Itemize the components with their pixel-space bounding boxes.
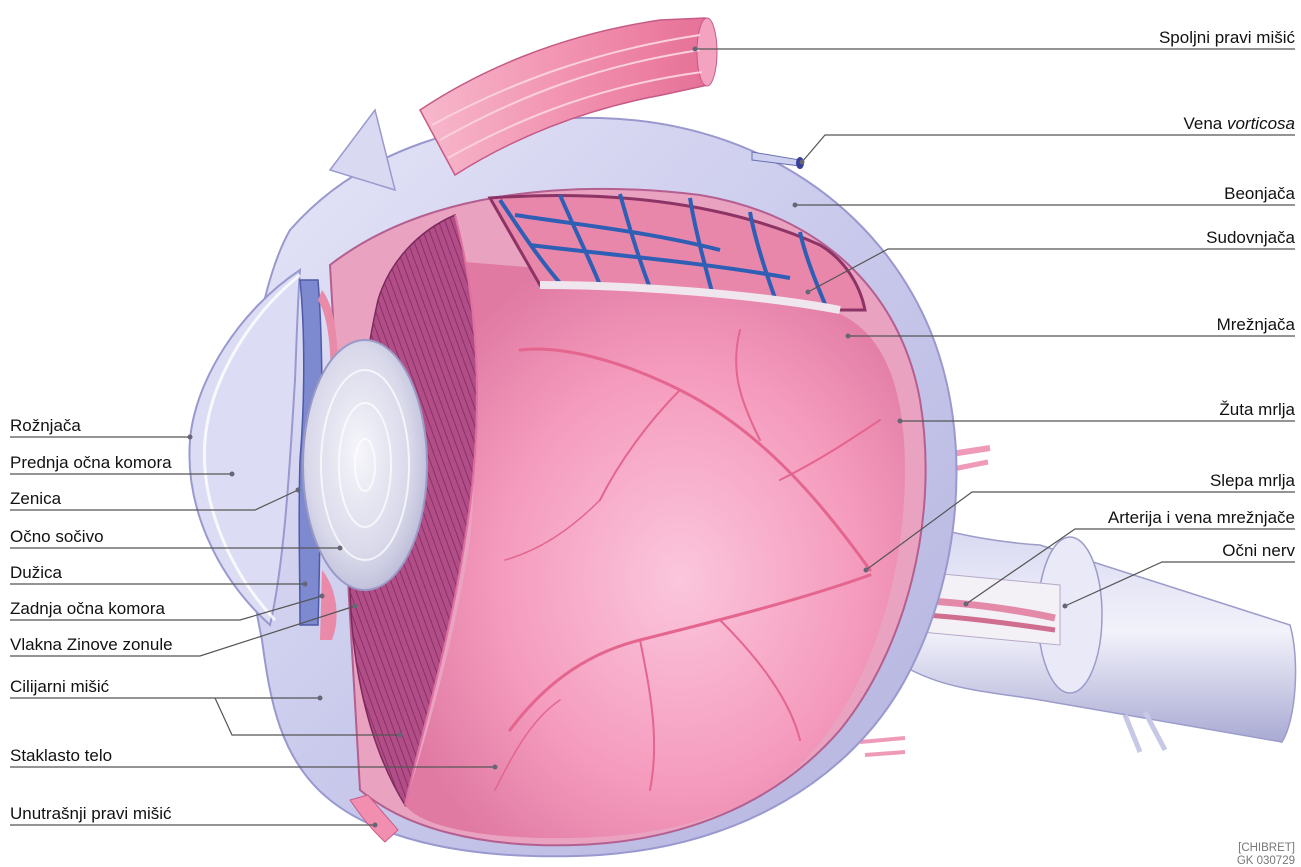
label-beonjaca: Beonjača: [1224, 184, 1295, 203]
labels-right: Spoljni pravi mišić Vena vorticosa Beonj…: [1108, 28, 1296, 560]
label-vena-italic: vorticosa: [1227, 114, 1295, 133]
label-prednja-ocna-komora: Prednja očna komora: [10, 453, 172, 472]
credit: [CHIBRET] GK 030729: [1237, 842, 1295, 867]
label-cilijarni-misic: Cilijarni mišić: [10, 677, 110, 696]
credit-line-2: GK 030729: [1237, 855, 1295, 867]
label-zadnja-ocna-komora: Zadnja očna komora: [10, 599, 166, 618]
label-sudovnjaca: Sudovnjača: [1206, 228, 1295, 247]
label-duzica: Dužica: [10, 563, 63, 582]
label-ocni-nerv: Očni nerv: [1222, 541, 1295, 560]
label-zenica: Zenica: [10, 489, 62, 508]
credit-line-1: [CHIBRET]: [1238, 842, 1295, 854]
label-roznjaca: Rožnjača: [10, 416, 81, 435]
label-staklasto-telo: Staklasto telo: [10, 746, 112, 765]
label-arterija-i-vena-mreznjace: Arterija i vena mrežnjače: [1108, 508, 1295, 527]
sclera-flap: [330, 110, 395, 190]
label-ocno-socivo: Očno sočivo: [10, 527, 104, 546]
eye-illustration: [189, 18, 1295, 856]
label-spoljni-pravi-misic: Spoljni pravi mišić: [1159, 28, 1296, 47]
label-unutrasnji-pravi-misic: Unutrašnji pravi mišić: [10, 804, 172, 823]
label-zuta-mrlja: Žuta mrlja: [1219, 400, 1295, 419]
label-mreznjaca: Mrežnjača: [1217, 315, 1296, 334]
label-vena-vorticosa: Vena vorticosa: [1183, 114, 1295, 133]
vessel-stub: [860, 738, 905, 755]
label-slepa-mrlja: Slepa mrlja: [1210, 471, 1296, 490]
label-vlakna-zinove-zonule: Vlakna Zinove zonule: [10, 635, 173, 654]
label-vena-text: Vena: [1183, 114, 1227, 133]
